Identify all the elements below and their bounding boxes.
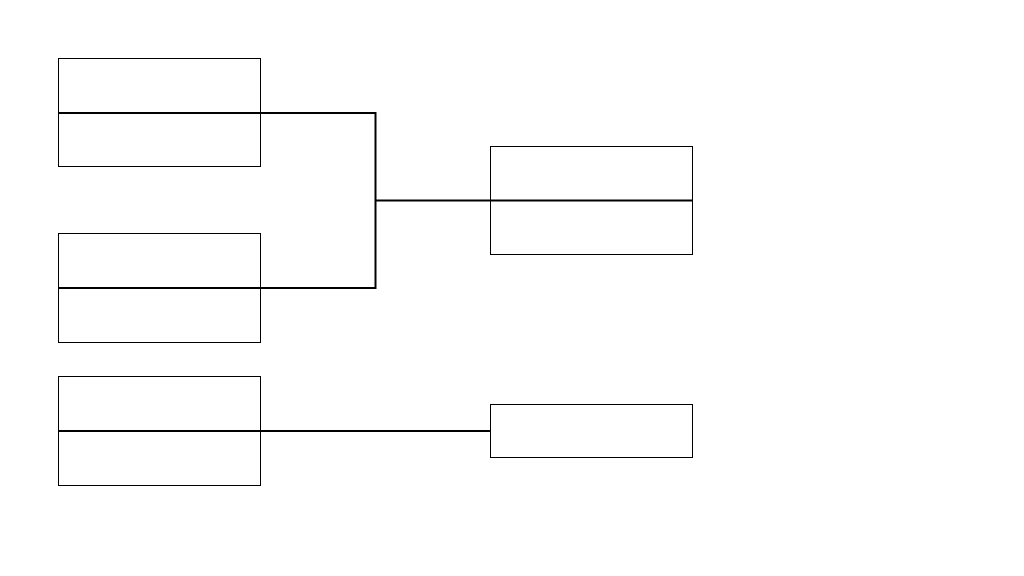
connectors [58,112,692,432]
